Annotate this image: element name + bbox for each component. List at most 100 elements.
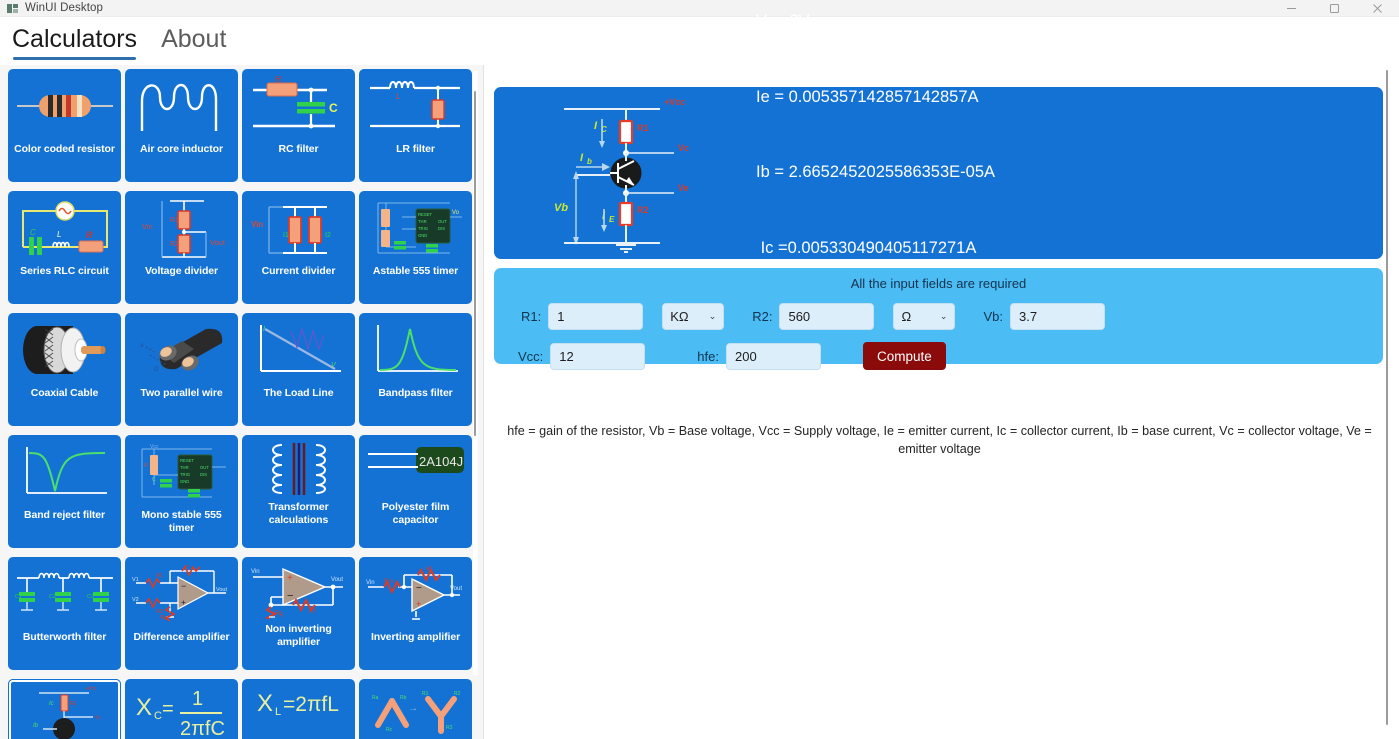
svg-text:C3: C3: [87, 594, 95, 600]
two-parallel-wire-icon: a D: [125, 313, 238, 387]
svg-text:Vo: Vo: [452, 210, 460, 216]
tile-label: Air core inductor: [140, 143, 223, 155]
svg-text:RESET: RESET: [418, 212, 432, 217]
difference-amplifier-icon: − +: [125, 557, 238, 631]
tile-color-coded-resistor[interactable]: Color coded resistor: [8, 69, 121, 182]
non-inverting-amplifier-icon: + −: [242, 557, 355, 623]
svg-text:Vc: Vc: [95, 715, 101, 721]
content-scroll-thumb[interactable]: [1386, 70, 1388, 725]
tile-capacitive-reactance[interactable]: X C = 1 2πfC: [125, 679, 238, 739]
input-row-primary: R1: KΩ ⌄ R2: Ω ⌄ Vb:: [521, 303, 1105, 330]
label-vb: Vb: [554, 202, 568, 214]
tile-panel-scrollbar[interactable]: [473, 71, 478, 675]
svg-text:R1: R1: [422, 691, 429, 697]
content-scrollbar[interactable]: [1385, 70, 1390, 730]
svg-text:R: R: [86, 230, 93, 240]
hfe-input[interactable]: [725, 342, 821, 370]
svg-text:+: +: [181, 598, 186, 607]
tile-air-core-inductor[interactable]: Air core inductor: [125, 69, 238, 182]
polyester-capacitor-icon: 2A104J: [359, 435, 472, 501]
current-divider-icon: Vin I1 I2: [242, 191, 355, 265]
vcc-input[interactable]: [550, 342, 646, 370]
svg-text:Ic: Ic: [49, 701, 54, 707]
svg-text:L: L: [396, 92, 400, 101]
svg-text:Vout: Vout: [210, 238, 226, 247]
coil-icon: [125, 69, 238, 143]
panel-divider: [483, 65, 484, 739]
svg-text:R3: R3: [446, 725, 453, 731]
tile-voltage-divider[interactable]: R1 R2 Vin Vout Voltage divider: [125, 191, 238, 304]
tile-inverting-amplifier[interactable]: − +: [359, 557, 472, 670]
tile-rc-filter[interactable]: R C RC filter: [242, 69, 355, 182]
tile-label: Series RLC circuit: [20, 265, 109, 277]
svg-text:−: −: [181, 581, 186, 591]
r2-unit-value: Ω: [901, 309, 912, 324]
tile-band-reject-filter[interactable]: Band reject filter: [8, 435, 121, 548]
svg-text:Vout: Vout: [216, 587, 227, 593]
minimize-button[interactable]: [1270, 0, 1313, 17]
svg-text:+Vcc: +Vcc: [85, 686, 97, 692]
maximize-button[interactable]: [1313, 0, 1356, 17]
tile-transformer-calculations[interactable]: Transformer calculations: [242, 435, 355, 548]
compute-button[interactable]: Compute: [862, 342, 946, 370]
workspace: Color coded resistor Air core inductor: [0, 12, 1399, 739]
tile-label: Current divider: [261, 265, 336, 277]
svg-text:=2πfL: =2πfL: [283, 693, 339, 716]
required-fields-note: All the input fields are required: [850, 276, 1027, 291]
tab-calculators[interactable]: Calculators: [12, 26, 137, 60]
tab-about[interactable]: About: [161, 24, 227, 53]
label-vcc: +Vcc: [664, 97, 685, 107]
svg-text:C: C: [601, 125, 607, 134]
r2-unit-select[interactable]: Ω ⌄: [893, 303, 956, 330]
tile-transistor-bias[interactable]: +Vcc R1 Vc Ic Ib: [8, 679, 121, 739]
svg-text:L: L: [57, 230, 61, 239]
legend-description: hfe = gain of the resistor, Vb = Base vo…: [507, 424, 1372, 457]
vb-input[interactable]: [1009, 303, 1105, 330]
close-button[interactable]: [1356, 0, 1399, 17]
svg-text:X: X: [136, 694, 152, 721]
tile-inductive-reactance[interactable]: X L =2πfL: [242, 679, 355, 739]
bandpass-curve-icon: [359, 313, 472, 387]
tile-two-parallel-wire[interactable]: a D Two parallel wire: [125, 313, 238, 426]
coaxial-cable-icon: [8, 313, 121, 387]
r2-input[interactable]: [779, 303, 875, 330]
tile-bandpass-filter[interactable]: Bandpass filter: [359, 313, 472, 426]
svg-text:R2: R2: [454, 691, 461, 697]
transistor-bias-schematic: +Vcc R1 I C Vc: [542, 93, 712, 253]
voltage-divider-icon: R1 R2 Vin Vout: [125, 191, 238, 265]
svg-text:V: V: [331, 362, 337, 369]
svg-text:−: −: [287, 590, 293, 602]
r1-unit-select[interactable]: KΩ ⌄: [662, 303, 725, 330]
minimize-icon: [1287, 8, 1296, 9]
tile-current-divider[interactable]: Vin I1 I2 Current divider: [242, 191, 355, 304]
app-icon: [7, 3, 18, 14]
tile-label: LR filter: [396, 143, 435, 155]
svg-text:Ra: Ra: [372, 695, 379, 701]
tile-coaxial-cable[interactable]: Coaxial Cable: [8, 313, 121, 426]
tile-difference-amplifier[interactable]: − +: [125, 557, 238, 670]
svg-text:Rg: Rg: [275, 611, 283, 617]
tile-the-load-line[interactable]: I V The Load Line: [242, 313, 355, 426]
tile-label: The Load Line: [263, 387, 334, 399]
tile-polyester-film-capacitor[interactable]: 2A104J Polyester film capacitor: [359, 435, 472, 548]
tile-panel-scroll-thumb[interactable]: [474, 91, 476, 436]
chevron-down-icon: ⌄: [939, 311, 948, 321]
tile-label: Voltage divider: [145, 265, 218, 277]
r1-input[interactable]: [548, 303, 644, 330]
svg-text:D: D: [154, 367, 159, 373]
svg-text:−: −: [416, 583, 422, 594]
svg-text:+: +: [287, 573, 293, 584]
tile-lr-filter[interactable]: L LR filter: [359, 69, 472, 182]
tile-non-inverting-amplifier[interactable]: + −: [242, 557, 355, 670]
svg-text:Vin: Vin: [251, 569, 260, 575]
tile-series-rlc-circuit[interactable]: C L R Series RLC circuit: [8, 191, 121, 304]
result-line-ib: Ib = 2.6652452025586353E-05A: [756, 163, 996, 182]
svg-text:Rf: Rf: [184, 565, 190, 569]
svg-text:GND: GND: [180, 479, 189, 484]
inverting-amplifier-icon: − +: [359, 557, 472, 631]
result-line-ic: Ic =0.005330490405117271A: [756, 239, 977, 258]
